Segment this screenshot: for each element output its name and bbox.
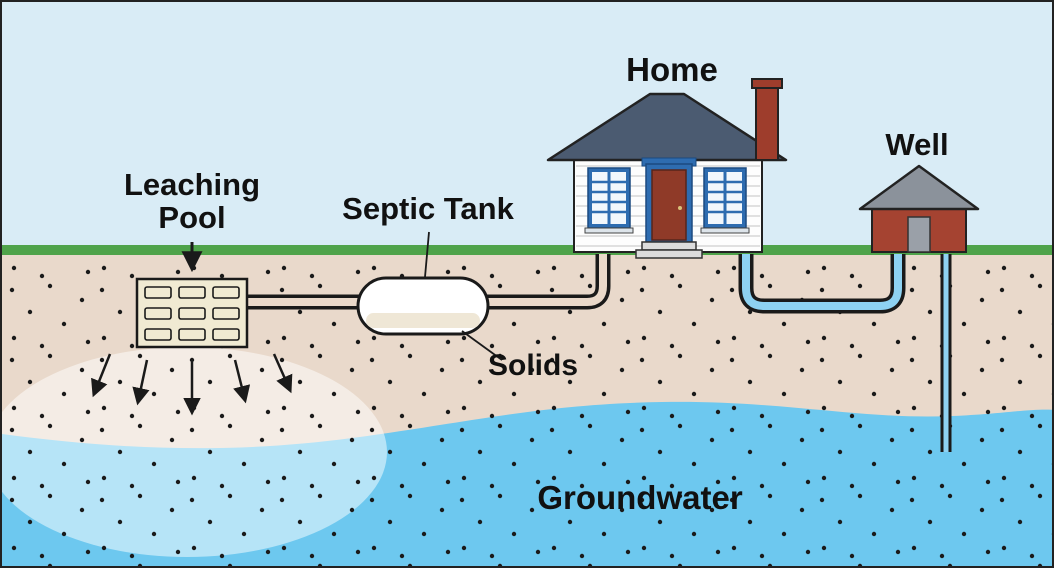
chimney: [751, 78, 783, 161]
label-leaching-pool: Leaching Pool: [124, 168, 260, 235]
label-solids: Solids: [487, 349, 579, 382]
septic-tank-leader-line: [424, 231, 430, 278]
label-leaching-line1: Leaching: [123, 167, 261, 202]
label-septic-tank: Septic Tank: [342, 191, 514, 226]
label-groundwater: Groundwater: [537, 479, 743, 516]
label-home: Home: [626, 51, 718, 88]
door-step-lower: [635, 249, 703, 259]
house-roof: [546, 92, 788, 162]
well-roof: [858, 164, 980, 211]
grass: [2, 245, 1052, 255]
house-graphic: [546, 78, 788, 259]
leaching-pool-box: [135, 277, 249, 349]
front-door: [635, 157, 703, 259]
septic-tank-shape: [356, 276, 490, 336]
pipe-house-to-well: [738, 254, 906, 314]
tank-solids-layer: [366, 313, 480, 328]
pipe-house-to-tank: [482, 254, 611, 310]
well-graphic: [858, 164, 980, 253]
label-well: Well: [885, 127, 949, 162]
well-door: [907, 216, 931, 253]
window-right: [700, 167, 750, 234]
solids-leader-line: [461, 330, 503, 361]
leaching-grid: [144, 286, 240, 341]
window-left: [584, 167, 634, 234]
door-step-upper: [641, 241, 697, 251]
dispersal-arrows: [91, 353, 293, 416]
label-leaching-line2: Pool: [158, 200, 226, 236]
